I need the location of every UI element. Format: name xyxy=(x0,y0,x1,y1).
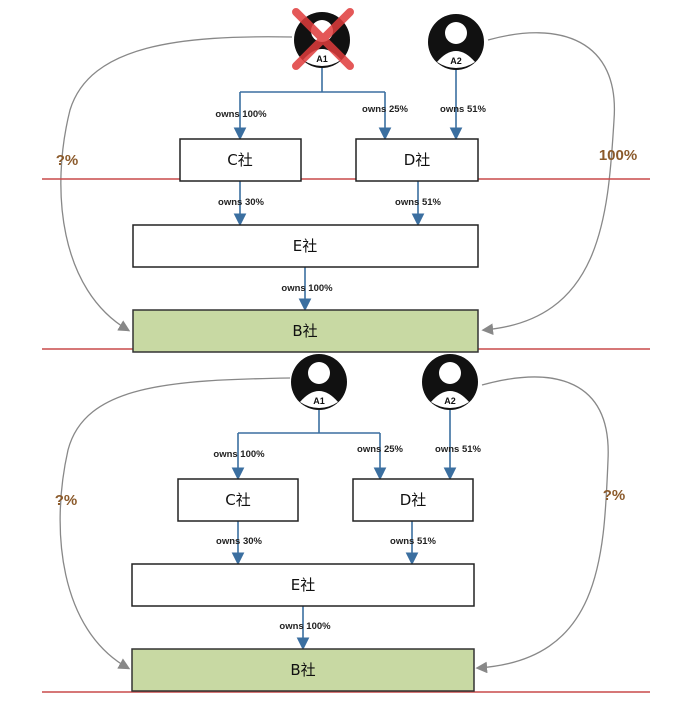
top-box-c xyxy=(179,138,302,182)
bottom-left-curve xyxy=(59,377,291,670)
top-left-curve xyxy=(60,36,293,332)
bottom-a2-label: A2 xyxy=(444,396,456,406)
top-own-a1-d: owns 25% xyxy=(362,104,408,115)
bottom-a1-avatar: A1 xyxy=(291,354,347,410)
bottom-own-c-e: owns 30% xyxy=(216,536,262,547)
top-box-b-label: B社 xyxy=(292,322,317,340)
top-box-e-label: E社 xyxy=(293,237,317,255)
bottom-box-c xyxy=(177,478,299,522)
bottom-box-d-label: D社 xyxy=(400,491,427,509)
bottom-own-a1-d: owns 25% xyxy=(357,444,403,455)
top-own-e-b: owns 100% xyxy=(281,283,333,294)
bottom-own-d-e: owns 51% xyxy=(390,536,436,547)
top-own-d-e: owns 51% xyxy=(395,197,441,208)
top-box-d xyxy=(355,138,479,182)
bottom-own-a2-d: owns 51% xyxy=(435,444,481,455)
top-box-c-label: C社 xyxy=(227,151,252,169)
top-a2-avatar: A2 xyxy=(428,14,484,70)
bottom-right-curve xyxy=(475,376,609,674)
bottom-box-e-label: E社 xyxy=(291,576,315,594)
top-a1-cross-icon xyxy=(292,8,354,70)
top-right-pct: 100% xyxy=(599,147,637,164)
bottom-box-e xyxy=(131,563,475,607)
bottom-box-d xyxy=(352,478,474,522)
bottom-right-pct: ?% xyxy=(603,487,626,504)
bottom-box-c-label: C社 xyxy=(225,491,250,509)
bottom-a1-label: A1 xyxy=(313,396,325,406)
top-right-curve xyxy=(481,32,615,336)
top-left-pct: ?% xyxy=(56,152,79,169)
bottom-panel: C社 D社 E社 B社 owns 100% owns 25% owns 51% … xyxy=(42,354,650,693)
top-box-d-label: D社 xyxy=(404,151,431,169)
bottom-own-e-b: owns 100% xyxy=(279,621,331,632)
top-own-a2-d: owns 51% xyxy=(440,104,486,115)
top-a2-label: A2 xyxy=(450,56,462,66)
top-box-e xyxy=(132,224,479,268)
bottom-own-a1-c: owns 100% xyxy=(213,449,265,460)
top-panel: C社 D社 E社 B社 owns 100% owns 25% owns 51% … xyxy=(42,8,650,353)
top-box-b xyxy=(132,309,479,353)
bottom-a2-avatar: A2 xyxy=(422,354,478,410)
bottom-box-b-label: B社 xyxy=(290,661,315,679)
top-own-c-e: owns 30% xyxy=(218,197,264,208)
bottom-left-pct: ?% xyxy=(55,492,78,509)
top-own-a1-c: owns 100% xyxy=(215,109,267,120)
top-a1-label: A1 xyxy=(316,54,328,64)
bottom-box-b xyxy=(131,648,475,692)
